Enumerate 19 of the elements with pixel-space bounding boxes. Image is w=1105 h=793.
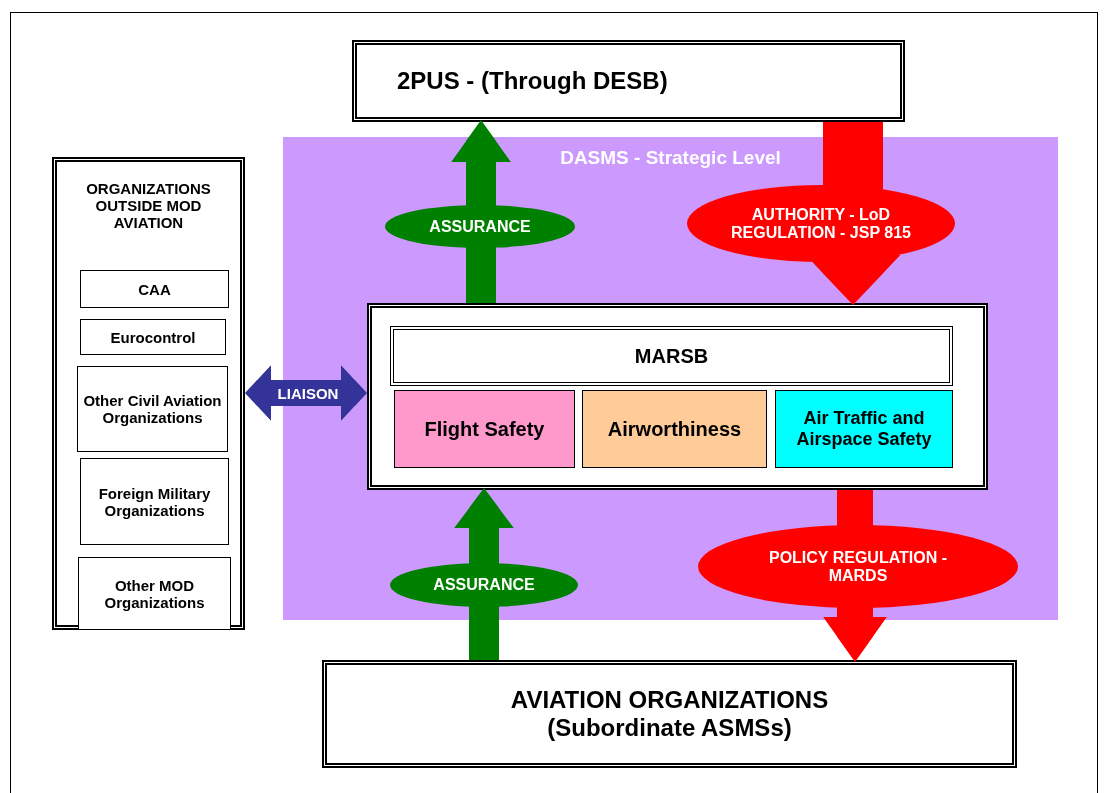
heading-text: AVIATION ORGANIZATIONS [510,686,829,714]
top-box: 2PUS - (Through DESB) [352,40,905,122]
group-title: ORGANIZATIONS OUTSIDE MOD AVIATION [85,180,212,231]
function-box: Air Traffic and Airspace Safety [775,390,953,468]
group-title: DASMS - Strategic Level [559,147,782,169]
function-box: Airworthiness [582,390,767,468]
organization-box: Eurocontrol [80,319,226,355]
board-panel [367,303,988,490]
function-box: Flight Safety [394,390,575,468]
organization-panel [52,157,245,630]
double-arrow [245,365,367,421]
header-bar: MARSB [390,326,953,386]
organization-box: Other MOD Organizations [78,557,231,630]
organization-box: CAA [80,270,229,308]
organization-box: Other Civil Aviation Organizations [77,366,228,452]
heading-text: (Subordinate ASMSs) [547,714,792,742]
bottom-box [322,660,1017,768]
organization-box: Foreign Military Organizations [80,458,229,545]
block-arrow [823,490,887,662]
